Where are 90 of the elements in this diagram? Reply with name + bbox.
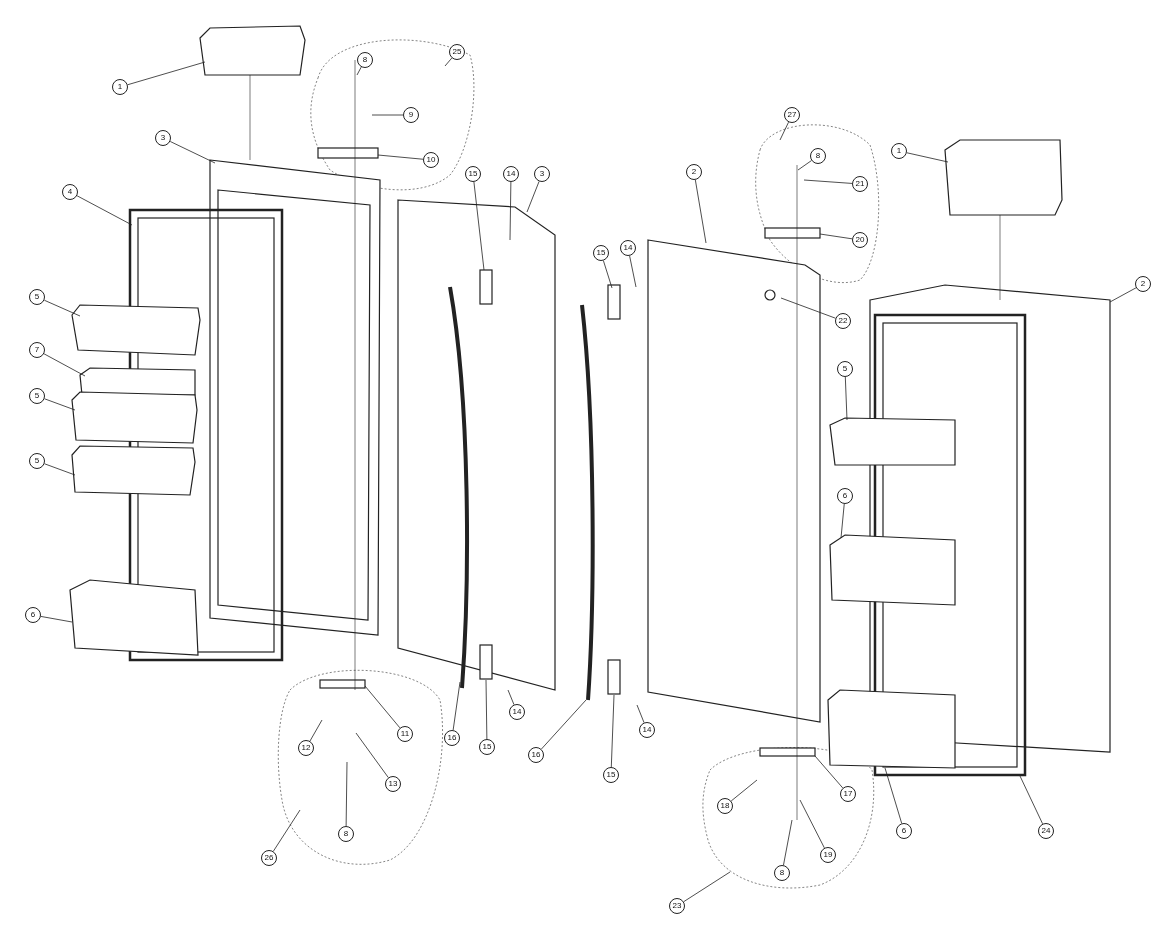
leader-line — [783, 819, 793, 866]
leader-line — [603, 260, 613, 289]
callout-number: 15 — [603, 767, 619, 783]
leader-line — [730, 779, 758, 802]
leader-line — [541, 699, 587, 750]
leader-line — [509, 181, 512, 241]
callout-number: 2 — [686, 164, 702, 180]
leader-line — [779, 121, 789, 141]
callout-number: 5 — [837, 361, 853, 377]
leader-line — [819, 233, 853, 240]
callout-number: 13 — [385, 776, 401, 792]
callout-number: 20 — [852, 232, 868, 248]
leader-line — [43, 299, 81, 317]
callout-number: 9 — [403, 107, 419, 123]
callout-number: 6 — [837, 488, 853, 504]
leader-line — [44, 463, 76, 476]
leader-line — [884, 767, 903, 824]
leader-line — [444, 57, 453, 67]
leader-line — [797, 160, 812, 171]
callout-number: 15 — [479, 739, 495, 755]
leader-line — [452, 681, 461, 731]
callout-number: 8 — [357, 52, 373, 68]
leader-line — [629, 255, 637, 288]
callout-number: 1 — [891, 143, 907, 159]
leader-line — [906, 152, 949, 163]
leader-line — [473, 181, 485, 271]
callout-number: 8 — [810, 148, 826, 164]
callout-number: 14 — [509, 704, 525, 720]
callout-number: 16 — [528, 747, 544, 763]
callout-number: 18 — [717, 798, 733, 814]
callout-number: 15 — [465, 166, 481, 182]
callout-number: 14 — [639, 722, 655, 738]
leader-line — [169, 141, 216, 164]
leader-line — [377, 154, 424, 160]
leader-line — [272, 809, 301, 852]
leader-line — [127, 61, 206, 86]
callout-number: 26 — [261, 850, 277, 866]
leader-line — [44, 398, 76, 411]
callout-number: 14 — [503, 166, 519, 182]
callout-number: 22 — [835, 313, 851, 329]
callout-number: 5 — [29, 289, 45, 305]
callout-number: 3 — [155, 130, 171, 146]
callout-number: 16 — [444, 730, 460, 746]
callout-number: 19 — [820, 847, 836, 863]
leader-line — [356, 66, 362, 76]
leader-line — [814, 755, 844, 789]
leader-line — [610, 694, 615, 768]
leader-line — [309, 719, 323, 742]
callout-number: 12 — [298, 740, 314, 756]
leader-line — [1109, 287, 1137, 303]
callout-number: 14 — [620, 240, 636, 256]
callout-number: 6 — [25, 607, 41, 623]
callout-number: 1 — [112, 79, 128, 95]
leader-line — [364, 685, 401, 729]
leader-line — [355, 732, 389, 778]
callout-number: 10 — [423, 152, 439, 168]
callout-number: 21 — [852, 176, 868, 192]
leader-line — [803, 179, 853, 184]
callout-number: 6 — [896, 823, 912, 839]
callout-number: 8 — [338, 826, 354, 842]
callout-number: 4 — [62, 184, 78, 200]
leader-line — [683, 871, 731, 903]
leader-line — [799, 799, 825, 849]
callout-number: 8 — [774, 865, 790, 881]
callout-number: 17 — [840, 786, 856, 802]
callout-number: 24 — [1038, 823, 1054, 839]
leader-line — [636, 704, 645, 723]
leader-line — [76, 195, 133, 226]
leader-line — [780, 297, 836, 319]
leader-line — [43, 353, 86, 377]
leader-line — [694, 179, 707, 244]
leader-line — [40, 616, 73, 623]
leader-line — [507, 689, 515, 705]
callout-number: 25 — [449, 44, 465, 60]
callout-number: 15 — [593, 245, 609, 261]
callout-number: 11 — [397, 726, 413, 742]
leader-line — [345, 761, 348, 827]
leader-line — [840, 503, 845, 539]
callout-number: 23 — [669, 898, 685, 914]
callout-number: 7 — [29, 342, 45, 358]
callout-number: 5 — [29, 453, 45, 469]
callout-number: 27 — [784, 107, 800, 123]
leader-line — [844, 376, 848, 421]
leader-line — [485, 679, 488, 740]
callout-number: 2 — [1135, 276, 1151, 292]
callout-number: 3 — [534, 166, 550, 182]
leader-line — [526, 181, 540, 213]
callout-number: 5 — [29, 388, 45, 404]
leader-line — [371, 114, 404, 116]
leader-line — [1019, 775, 1043, 825]
